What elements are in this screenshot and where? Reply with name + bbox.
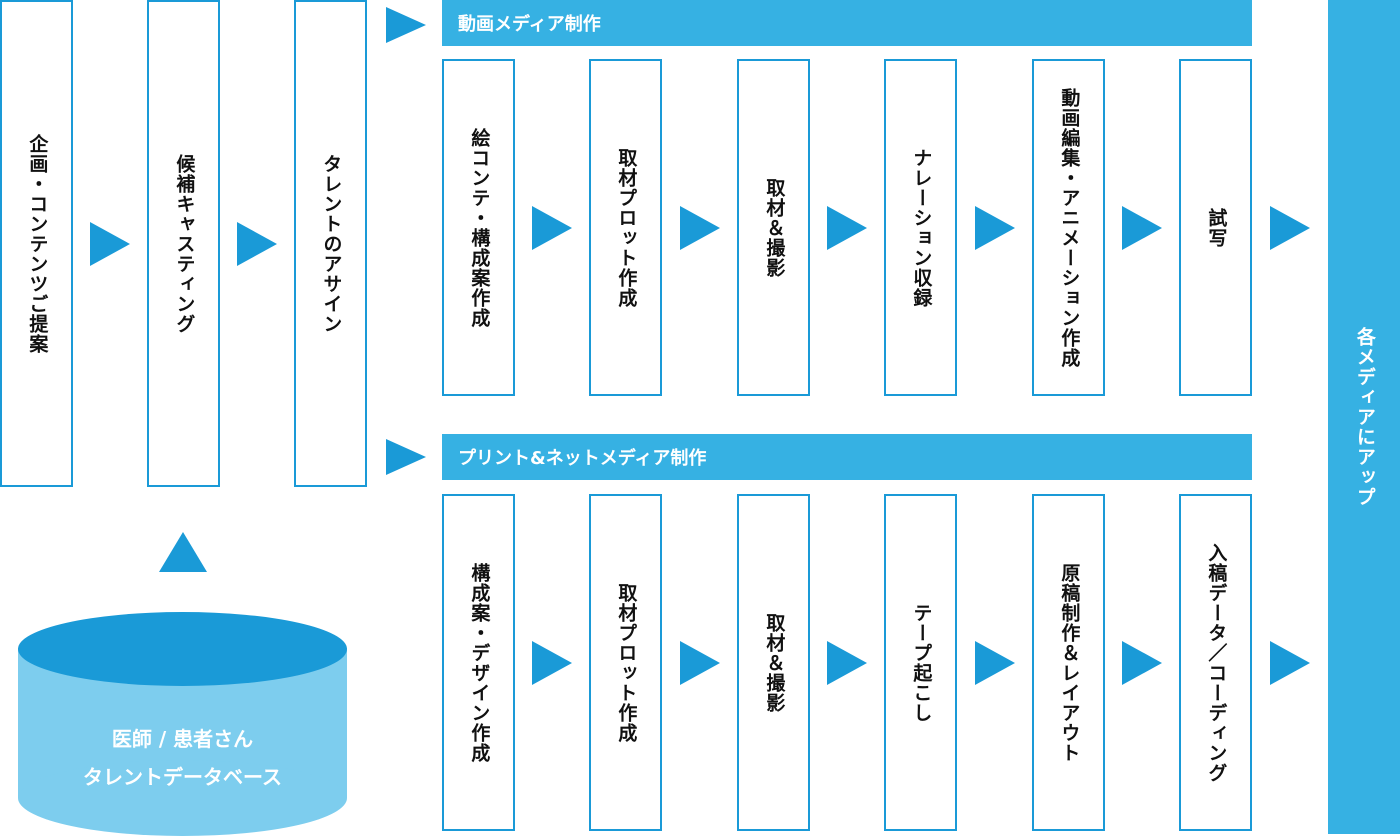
print-step: 構成案・デザイン作成 (442, 494, 515, 831)
arrow-right-icon (680, 206, 720, 250)
step-casting-label: 候補キャスティング (173, 153, 196, 334)
step-assign-label: タレントのアサイン (320, 153, 343, 334)
print-step: 入稿データ／コーディング (1179, 494, 1252, 831)
video-step: 絵コンテ・構成案作成 (442, 59, 515, 396)
arrow-right-icon (90, 222, 130, 266)
arrow-right-icon (827, 206, 867, 250)
print-step: 取材プロット作成 (589, 494, 662, 831)
print-step-label: 取材プロット作成 (615, 582, 638, 743)
video-step-label: 取材プロット作成 (615, 147, 638, 308)
video-step-label: 取材＆撮影 (763, 177, 786, 278)
database-line2: タレントデータベース (83, 765, 282, 789)
final-step-label: 各メディアにアップ (1353, 327, 1376, 507)
step-assign: タレントのアサイン (294, 0, 367, 487)
video-step: ナレーション収録 (884, 59, 957, 396)
print-step-label: テープ起こし (910, 602, 933, 723)
arrow-right-icon (532, 206, 572, 250)
video-step: 試写 (1179, 59, 1252, 396)
arrow-right-icon (386, 439, 426, 475)
arrow-right-icon (237, 222, 277, 266)
print-step: テープ起こし (884, 494, 957, 831)
video-step-label: 絵コンテ・構成案作成 (468, 127, 491, 328)
video-step-label: 動画編集・アニメーション作成 (1058, 87, 1081, 368)
arrow-right-icon (386, 7, 426, 43)
database-icon (18, 612, 347, 686)
arrow-right-icon (1270, 206, 1310, 250)
video-step: 取材＆撮影 (737, 59, 810, 396)
step-casting: 候補キャスティング (147, 0, 220, 487)
video-header: 動画メディア制作 (442, 0, 1252, 46)
final-step: 各メディアにアップ (1328, 0, 1400, 834)
step-planning-label: 企画・コンテンツご提案 (26, 133, 49, 354)
video-step-label: 試写 (1205, 207, 1228, 248)
print-step: 原稿制作＆レイアウト (1032, 494, 1105, 831)
database-line1: 医師 / 患者さん (111, 727, 254, 751)
print-step-label: 入稿データ／コーディング (1205, 542, 1228, 783)
print-step-label: 構成案・デザイン作成 (468, 562, 491, 763)
arrow-right-icon (975, 206, 1015, 250)
video-step: 取材プロット作成 (589, 59, 662, 396)
print-header: プリント&ネットメディア制作 (442, 434, 1252, 480)
arrow-right-icon (1122, 641, 1162, 685)
video-step: 動画編集・アニメーション作成 (1032, 59, 1105, 396)
print-step-label: 原稿制作＆レイアウト (1058, 562, 1081, 763)
arrow-up-icon (159, 532, 207, 572)
step-planning: 企画・コンテンツご提案 (0, 0, 73, 487)
database-label: 医師 / 患者さん タレントデータベース (18, 720, 347, 796)
arrow-right-icon (827, 641, 867, 685)
print-step-label: 取材＆撮影 (763, 612, 786, 713)
video-step-label: ナレーション収録 (910, 147, 933, 308)
print-step: 取材＆撮影 (737, 494, 810, 831)
arrow-right-icon (1122, 206, 1162, 250)
arrow-right-icon (975, 641, 1015, 685)
arrow-right-icon (532, 641, 572, 685)
arrow-right-icon (680, 641, 720, 685)
arrow-right-icon (1270, 641, 1310, 685)
database-bottom (18, 760, 347, 836)
